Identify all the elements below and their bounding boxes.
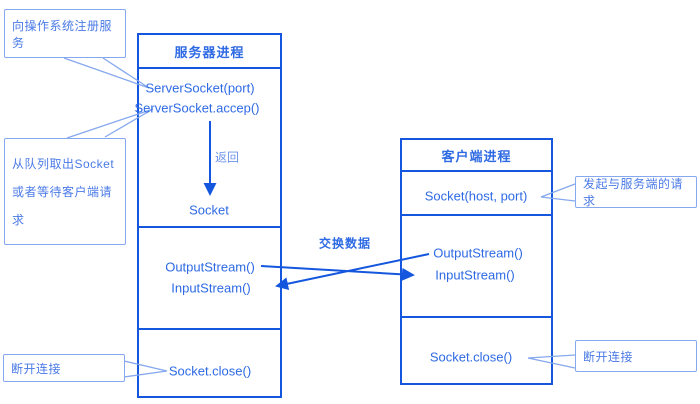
- register-service-callout-text: 向操作系统注册服务: [12, 18, 113, 50]
- server-divider-2: [139, 226, 280, 228]
- server-socket-label: Socket: [189, 202, 229, 218]
- client-inputstream-label: InputStream(): [435, 267, 515, 283]
- return-label: 返回: [214, 150, 240, 165]
- client-divider-2: [402, 214, 551, 216]
- client-request-callout-text: 发起与服务端的请求: [583, 177, 684, 208]
- exchange-data-label: 交换数据: [318, 236, 372, 251]
- client-outputstream-label: OutputStream(): [433, 245, 523, 261]
- server-inputstream-label: InputStream(): [171, 280, 251, 296]
- server-close-label: Socket.close(): [168, 363, 252, 379]
- client-request-callout: 发起与服务端的请求: [575, 176, 697, 208]
- register-service-callout: 向操作系统注册服务: [4, 9, 126, 58]
- server-disconnect-callout-text: 断开连接: [11, 361, 62, 376]
- client-process-title: 客户端进程: [441, 148, 512, 164]
- client-disconnect-callout: 断开连接: [575, 340, 697, 372]
- queue-wait-callout-line1: 从队列取出Socket: [12, 156, 115, 171]
- client-process-box: 客户端进程: [400, 138, 553, 385]
- queue-wait-callout-line2: 或者等待客户端请求: [12, 184, 113, 227]
- client-divider-3: [402, 316, 551, 318]
- server-divider-3: [139, 328, 280, 330]
- exchange-arrow-server-output-to-client-input: [260, 265, 415, 281]
- client-close-label: Socket.close(): [429, 349, 513, 365]
- queue-wait-callout: 从队列取出Socket 或者等待客户端请求: [4, 138, 126, 245]
- client-divider-1: [402, 170, 551, 172]
- server-process-box: 服务器进程: [137, 33, 282, 398]
- client-disconnect-callout-text: 断开连接: [583, 349, 634, 364]
- server-divider-1: [139, 67, 280, 69]
- server-accept-label: ServerSocket.accep(): [134, 100, 260, 116]
- server-socket-port-label: ServerSocket(port): [145, 80, 255, 96]
- server-disconnect-callout: 断开连接: [3, 354, 125, 382]
- client-socket-label: Socket(host, port): [424, 188, 528, 204]
- server-process-title: 服务器进程: [174, 44, 245, 60]
- server-outputstream-label: OutputStream(): [165, 259, 255, 275]
